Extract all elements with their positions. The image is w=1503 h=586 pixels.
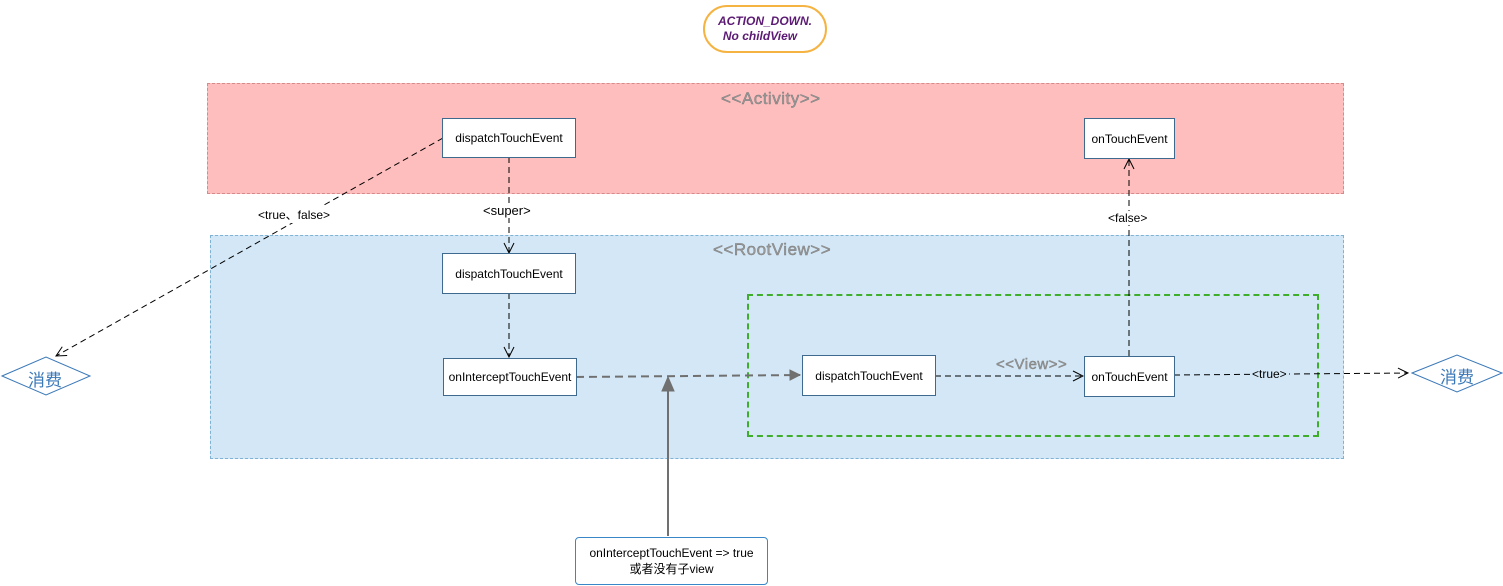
label-true: <true> xyxy=(1250,367,1289,381)
root-intercept-node[interactable]: onInterceptTouchEvent xyxy=(443,358,577,396)
rootview-lane-label: <<RootView>> xyxy=(713,240,832,259)
title-line-2: No childView xyxy=(722,29,798,43)
label-true-false: <true、false> xyxy=(256,206,333,223)
root-dispatch-node[interactable]: dispatchTouchEvent xyxy=(442,253,576,294)
consume-left-diamond xyxy=(0,356,92,396)
view-group xyxy=(747,294,1319,437)
label-super: <super> xyxy=(481,203,533,218)
note-line-2: 或者没有子view xyxy=(629,562,714,576)
rootview-lane xyxy=(210,235,1344,459)
label-false: <false> xyxy=(1106,211,1150,225)
title-line-1: ACTION_DOWN. xyxy=(718,14,812,28)
activity-lane-label: <<Activity>> xyxy=(721,89,821,108)
consume-right-diamond xyxy=(1410,354,1503,393)
consume-right-label: 消费 xyxy=(1440,368,1474,387)
view-ontouch-node[interactable]: onTouchEvent xyxy=(1084,356,1175,397)
edge-activity-to-consume-left xyxy=(56,137,444,356)
diagram-title: ACTION_DOWN. No childView xyxy=(703,5,827,53)
note-line-1: onInterceptTouchEvent => true xyxy=(589,546,754,560)
intercept-note: onInterceptTouchEvent => true 或者没有子view xyxy=(575,537,768,585)
activity-ontouch-node[interactable]: onTouchEvent xyxy=(1084,118,1175,159)
edge-intercept-to-view xyxy=(575,375,800,377)
consume-left-label: 消费 xyxy=(28,371,62,390)
view-group-label: <<View>> xyxy=(996,356,1068,373)
view-dispatch-node[interactable]: dispatchTouchEvent xyxy=(802,355,936,396)
activity-dispatch-node[interactable]: dispatchTouchEvent xyxy=(442,118,576,158)
edge-true xyxy=(1173,373,1408,375)
